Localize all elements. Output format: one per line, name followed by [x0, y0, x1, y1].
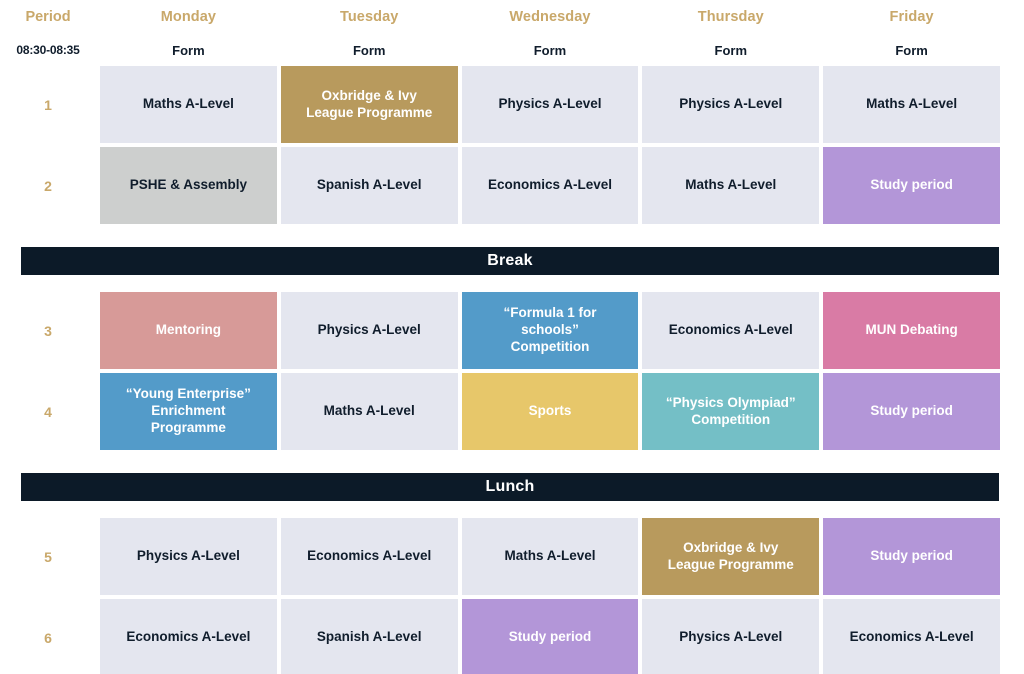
timetable-row-period-5: 5 Physics A-Level Economics A-Level Math… — [0, 518, 1000, 595]
lesson-cell[interactable]: Study period — [823, 518, 1000, 595]
form-cell-monday: Form — [172, 42, 205, 58]
lesson-cell[interactable]: Physics A-Level — [280, 292, 458, 369]
timetable-header-days: Period Monday Tuesday Wednesday Thursday… — [0, 0, 1000, 34]
lesson-cell[interactable]: Economics A-Level — [642, 292, 820, 369]
lesson-cell[interactable]: Study period — [823, 147, 1000, 224]
lesson-cell[interactable]: Physics A-Level — [100, 518, 277, 595]
form-cell-tuesday: Form — [352, 42, 386, 58]
lunch-bar: Lunch — [21, 473, 999, 501]
lesson-cell[interactable]: “Young Enterprise” Enrichment Programme — [100, 373, 277, 450]
day-header-thursday: Thursday — [697, 9, 764, 25]
lesson-cell[interactable]: “Formula 1 for schools” Competition — [461, 292, 639, 369]
lesson-cell[interactable]: Mentoring — [100, 292, 277, 369]
lesson-cell[interactable]: Physics A-Level — [461, 66, 639, 143]
lesson-cell[interactable]: Oxbridge & Ivy League Programme — [280, 66, 458, 143]
form-cell-thursday: Form — [714, 42, 748, 58]
lesson-cell[interactable]: Maths A-Level — [823, 66, 1000, 143]
lesson-cell[interactable]: Oxbridge & Ivy League Programme — [642, 518, 820, 595]
period-number: 4 — [44, 403, 52, 420]
timetable-row-period-3: 3 Mentoring Physics A-Level “Formula 1 f… — [0, 292, 1000, 369]
day-header-tuesday: Tuesday — [339, 9, 399, 25]
form-time-label: 08:30-08:35 — [16, 43, 80, 57]
lesson-cell[interactable]: Maths A-Level — [461, 518, 639, 595]
lesson-cell[interactable]: Maths A-Level — [280, 373, 458, 450]
period-number: 6 — [44, 629, 52, 646]
period-number: 5 — [44, 548, 52, 565]
lesson-cell[interactable]: Physics A-Level — [642, 599, 820, 674]
lesson-cell[interactable]: Study period — [461, 599, 639, 674]
lesson-cell[interactable]: Spanish A-Level — [280, 599, 458, 674]
period-number: 2 — [44, 177, 52, 194]
lesson-cell[interactable]: Spanish A-Level — [280, 147, 458, 224]
lesson-cell[interactable]: Sports — [461, 373, 639, 450]
lesson-cell[interactable]: PSHE & Assembly — [100, 147, 277, 224]
period-column-header: Period — [25, 9, 71, 25]
timetable-row-period-4: 4 “Young Enterprise” Enrichment Programm… — [0, 373, 1000, 450]
lesson-cell[interactable]: Maths A-Level — [642, 147, 820, 224]
lesson-cell[interactable]: Physics A-Level — [642, 66, 820, 143]
break-bar: Break — [21, 247, 999, 275]
lesson-cell[interactable]: Economics A-Level — [823, 599, 1000, 674]
day-header-wednesday: Wednesday — [509, 9, 591, 25]
timetable-form-row: 08:30-08:35 Form Form Form Form Form — [0, 34, 1000, 66]
form-cell-wednesday: Form — [533, 42, 567, 58]
lesson-cell[interactable]: MUN Debating — [823, 292, 1000, 369]
form-cell-friday: Form — [895, 42, 928, 58]
lesson-cell[interactable]: “Physics Olympiad” Competition — [642, 373, 820, 450]
lesson-cell[interactable]: Economics A-Level — [461, 147, 639, 224]
day-header-monday: Monday — [160, 9, 217, 25]
lunch-bar-wrapper: Lunch — [0, 450, 1024, 518]
lesson-cell[interactable]: Economics A-Level — [100, 599, 277, 674]
lesson-cell[interactable]: Economics A-Level — [280, 518, 458, 595]
period-number: 3 — [44, 322, 52, 339]
timetable-row-period-2: 2 PSHE & Assembly Spanish A-Level Econom… — [0, 147, 1000, 224]
day-header-friday: Friday — [889, 9, 934, 25]
lesson-cell[interactable]: Study period — [823, 373, 1000, 450]
lesson-cell[interactable]: Maths A-Level — [100, 66, 277, 143]
period-number: 1 — [44, 96, 52, 113]
timetable-row-period-1: 1 Maths A-Level Oxbridge & Ivy League Pr… — [0, 66, 1000, 143]
timetable-row-period-6: 6 Economics A-Level Spanish A-Level Stud… — [0, 599, 1000, 674]
break-bar-wrapper: Break — [0, 224, 1024, 292]
